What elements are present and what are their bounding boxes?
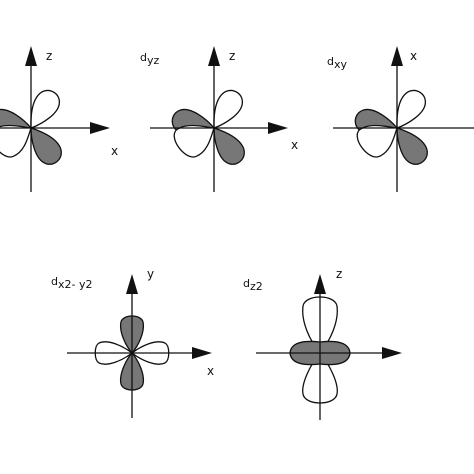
dyz-horizontal-axis-label: x xyxy=(291,138,298,152)
dxz-horizontal-axis-label: x xyxy=(111,144,118,158)
dxy-title: dxy xyxy=(327,55,347,71)
dx2y2-vertical-axis-label: y xyxy=(147,267,154,281)
panel-dxz: z x xyxy=(0,46,118,192)
dz2-vertical-axis-label: z xyxy=(336,267,342,281)
dxz-horizontal-arrowhead xyxy=(90,122,110,134)
dz2-vertical-arrowhead xyxy=(314,274,326,294)
dyz-vertical-arrowhead xyxy=(208,46,220,66)
dyz-title: dyz xyxy=(140,51,159,67)
dxy-vertical-axis-label: x xyxy=(410,49,417,63)
dxy-vertical-arrowhead xyxy=(391,46,403,66)
dyz-vertical-axis-label: z xyxy=(229,49,235,63)
dyz-horizontal-arrowhead xyxy=(268,122,288,134)
dx2y2-horizontal-arrowhead xyxy=(192,347,212,359)
dz2-horizontal-arrowhead xyxy=(382,347,402,359)
panel-dz2: dz2 z xyxy=(243,267,402,420)
dx2y2-horizontal-axis-label: x xyxy=(207,364,214,378)
dx2y2-title: dx2- y2 xyxy=(51,275,92,291)
dxz-vertical-axis-label: z xyxy=(46,49,52,63)
panel-dx2y2: dx2- y2 y x xyxy=(51,267,214,418)
dxz-vertical-arrowhead xyxy=(25,46,37,66)
panel-dxy: dxy x xyxy=(327,46,474,192)
panel-dyz: dyz z x xyxy=(140,46,298,192)
dx2y2-vertical-arrowhead xyxy=(126,274,138,294)
dz2-title: dz2 xyxy=(243,277,263,293)
